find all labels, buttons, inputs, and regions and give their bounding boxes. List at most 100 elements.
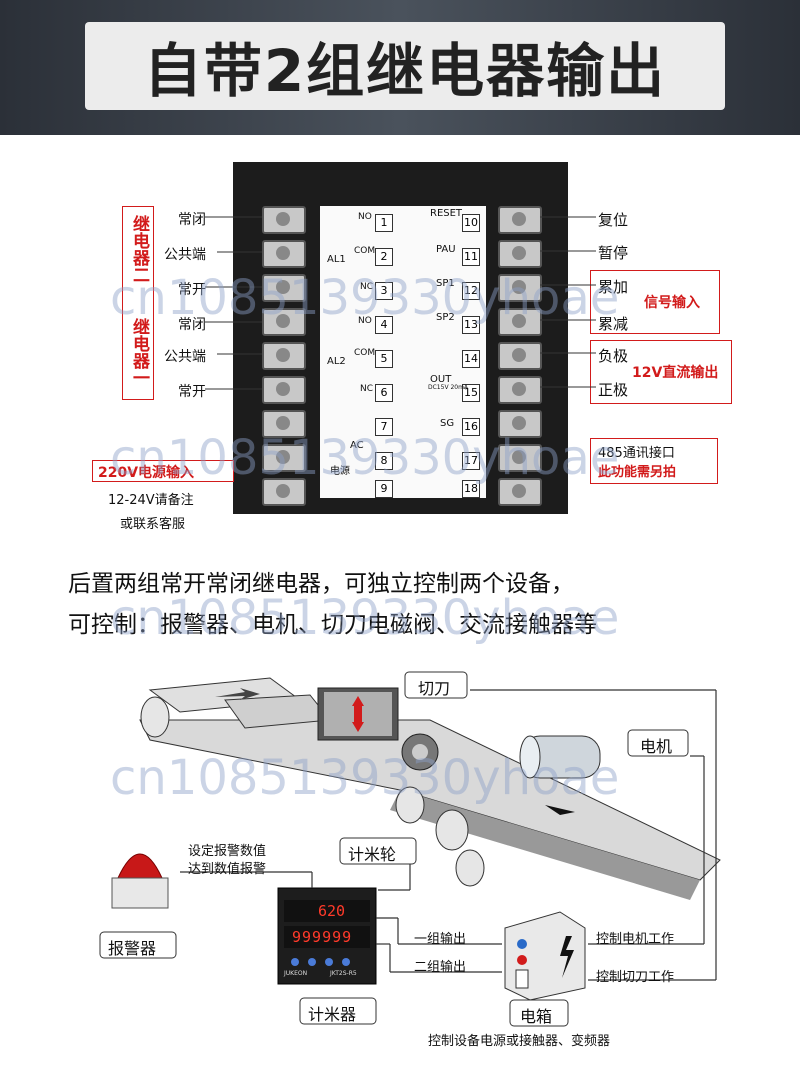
face-pau: PAU bbox=[436, 244, 456, 255]
face-com-2: COM bbox=[354, 348, 376, 358]
set-alarm-text: 设定报警数值 bbox=[188, 844, 267, 859]
face-sp2: SP2 bbox=[436, 312, 455, 323]
relay1-label: 继电器一 bbox=[129, 318, 149, 386]
terminal-number: 1 bbox=[375, 214, 393, 232]
display-bottom: 999999 bbox=[292, 928, 353, 946]
terminal bbox=[498, 478, 542, 506]
watermark: cn1085139330yhoae bbox=[110, 590, 620, 646]
cutter-label: 切刀 bbox=[418, 679, 451, 698]
electrical-box bbox=[504, 911, 586, 1001]
terminal bbox=[498, 308, 542, 336]
terminal-number: 6 bbox=[375, 384, 393, 402]
face-al2: AL2 bbox=[327, 356, 346, 367]
terminal bbox=[498, 376, 542, 404]
face-nc-1: NC bbox=[360, 282, 374, 292]
terminal-number: 13 bbox=[462, 316, 480, 334]
description-line-1: 后置两组常开常闭继电器，可独立控制两个设备， bbox=[68, 571, 574, 597]
power-input-label: 220V电源输入 bbox=[98, 465, 195, 481]
terminal-number: 7 bbox=[375, 418, 393, 436]
alarm-label: 报警器 bbox=[108, 939, 157, 958]
terminal bbox=[262, 308, 306, 336]
face-nc-2: NC bbox=[360, 384, 374, 394]
control-cutter-text: 控制切刀工作 bbox=[596, 970, 675, 985]
right-label-positive: 正极 bbox=[598, 381, 629, 399]
face-sp1: SP1 bbox=[436, 278, 455, 289]
display-top: 620 bbox=[318, 902, 346, 920]
left-label-6: 常开 bbox=[178, 384, 206, 400]
signal-input-label: 信号输入 bbox=[644, 295, 700, 311]
output-1-label: 一组输出 bbox=[414, 932, 467, 947]
watermark: cn1085139330yhoae bbox=[110, 750, 620, 806]
meter-label: 计米器 bbox=[308, 1005, 357, 1024]
face-al1: AL1 bbox=[327, 254, 346, 265]
terminal-number: 14 bbox=[462, 350, 480, 368]
page-title: 自带2组继电器输出 bbox=[143, 37, 667, 105]
terminal bbox=[262, 240, 306, 268]
rs485-bracket bbox=[590, 438, 718, 484]
dc-bracket bbox=[590, 340, 732, 404]
control-motor-text: 控制电机工作 bbox=[596, 932, 675, 947]
left-label-2: 公共端 bbox=[164, 247, 206, 263]
power-note-2: 或联系客服 bbox=[120, 517, 186, 532]
terminal bbox=[498, 342, 542, 370]
power-bracket bbox=[92, 460, 234, 482]
dc-output-label: 12V直流输出 bbox=[632, 365, 719, 381]
reach-alarm-text: 达到数值报警 bbox=[188, 862, 267, 877]
output-2-label: 二组输出 bbox=[414, 960, 467, 975]
title-plate bbox=[85, 22, 725, 110]
terminal-number: 12 bbox=[462, 282, 480, 300]
left-label-4: 常闭 bbox=[178, 317, 206, 333]
face-out: OUT bbox=[430, 374, 452, 385]
left-label-3: 常开 bbox=[178, 282, 206, 298]
terminal bbox=[262, 444, 306, 472]
right-label-add: 累加 bbox=[598, 278, 629, 296]
relay-bracket bbox=[122, 206, 154, 400]
description-line-2: 可控制：报警器、电机、切刀电磁阀、交流接触器等 bbox=[68, 612, 597, 638]
terminal bbox=[498, 274, 542, 302]
terminal bbox=[498, 206, 542, 234]
connection-lines bbox=[180, 689, 717, 981]
face-out-spec: DC15V 20mA bbox=[428, 384, 469, 391]
device-brand: JUKEON bbox=[284, 970, 308, 977]
terminal-number: 10 bbox=[462, 214, 480, 232]
terminal bbox=[262, 410, 306, 438]
watermark: cn1085139330yhoae bbox=[110, 430, 620, 486]
terminal-number: 16 bbox=[462, 418, 480, 436]
rs485-note: 此功能需另拍 bbox=[598, 465, 677, 480]
box-label: 电箱 bbox=[520, 1007, 553, 1026]
right-label-reset: 复位 bbox=[598, 211, 629, 229]
terminal bbox=[262, 478, 306, 506]
terminal bbox=[498, 444, 542, 472]
face-com-1: COM bbox=[354, 246, 376, 256]
terminal-number: 18 bbox=[462, 480, 480, 498]
power-note-1: 12-24V请备注 bbox=[108, 493, 194, 508]
terminal-faceplate bbox=[320, 206, 486, 498]
terminal bbox=[262, 274, 306, 302]
terminal bbox=[262, 376, 306, 404]
right-label-negative: 负极 bbox=[598, 347, 629, 365]
terminal-number: 3 bbox=[375, 282, 393, 300]
terminal-number: 4 bbox=[375, 316, 393, 334]
right-label-sub: 累减 bbox=[598, 315, 629, 333]
device-model: JKT2S-R5 bbox=[330, 970, 357, 977]
motor-label: 电机 bbox=[640, 737, 673, 756]
terminal-number: 9 bbox=[375, 480, 393, 498]
relay2-label: 继电器二 bbox=[129, 215, 149, 283]
meter-wheel-label: 计米轮 bbox=[348, 845, 397, 864]
left-label-5: 公共端 bbox=[164, 349, 206, 365]
terminal-number: 2 bbox=[375, 248, 393, 266]
left-label-1: 常闭 bbox=[178, 212, 206, 228]
rs485-label: 485通讯接口 bbox=[598, 446, 675, 461]
face-no-1: NO bbox=[358, 212, 372, 222]
face-no-2: NO bbox=[358, 316, 372, 326]
terminal-number: 11 bbox=[462, 248, 480, 266]
conveyor bbox=[139, 677, 721, 900]
terminal bbox=[262, 342, 306, 370]
watermark: cn1085139330yhoae bbox=[110, 270, 620, 326]
wiring-lines bbox=[205, 216, 596, 390]
face-sg: SG bbox=[440, 418, 455, 429]
terminal-number: 8 bbox=[375, 452, 393, 470]
alarm-lamp bbox=[111, 853, 169, 909]
face-reset: RESET bbox=[430, 208, 463, 219]
